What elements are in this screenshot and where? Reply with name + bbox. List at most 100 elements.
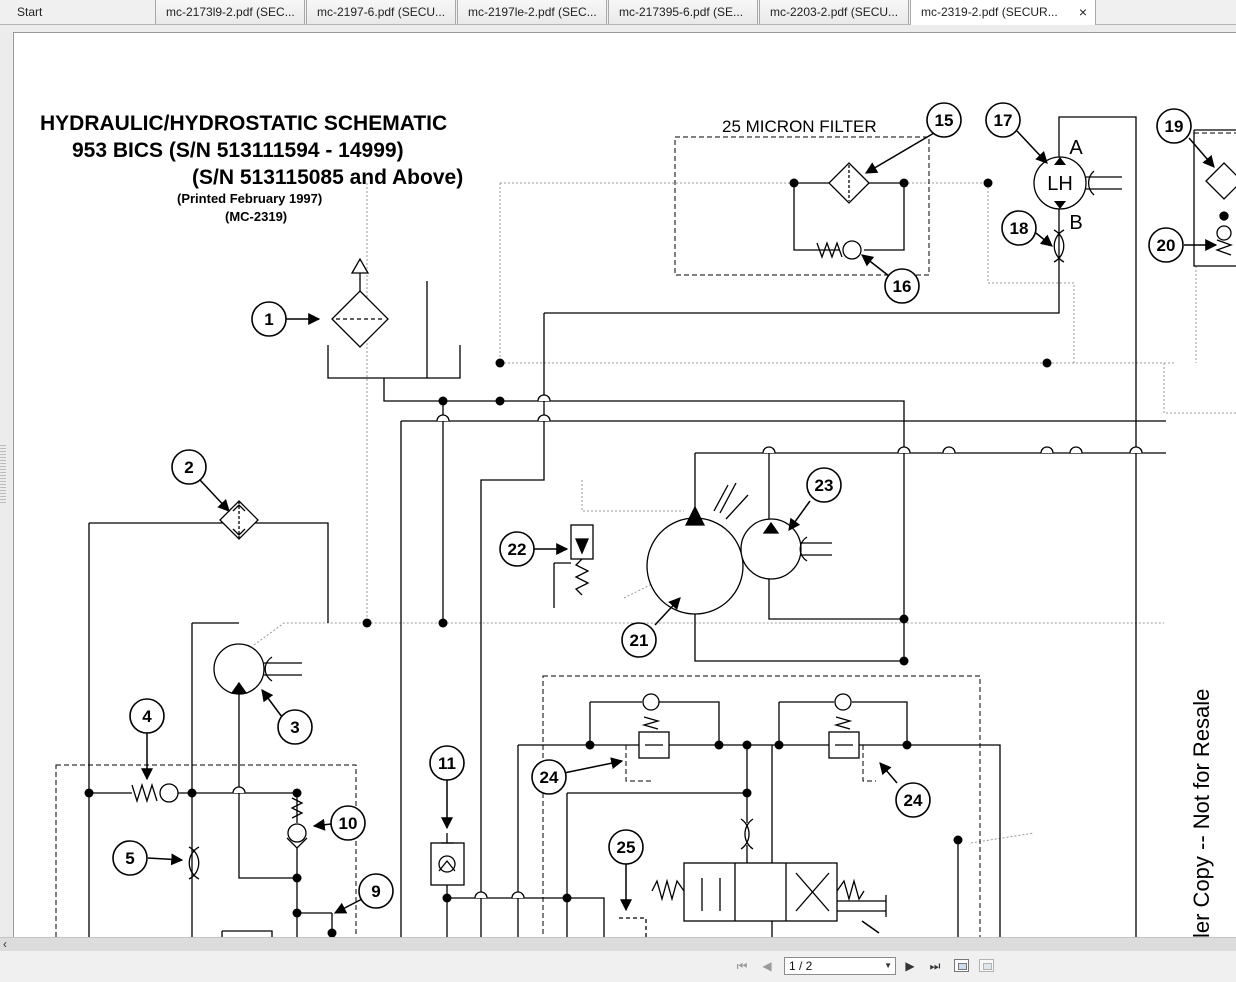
callout-number: 18 [1010,219,1029,238]
page-navigation-bar: ⏮ ◀ 1 / 2 ▼ ▶ ⏭ [0,951,1236,982]
chevron-down-icon[interactable]: ▼ [884,961,892,970]
schematic-model: 953 BICS (S/N 513111594 - 14999) [72,139,404,162]
callout-number: 21 [630,631,649,650]
callout-number: 16 [893,277,912,296]
enclosures [55,132,1236,937]
drain-lines [253,182,1236,844]
callout-number: 24 [904,791,923,810]
relief-valve-10 [286,797,308,849]
callout-number: 17 [994,111,1013,130]
printed-date: (Printed February 1997) [177,191,322,206]
previous-view-icon[interactable] [954,959,969,972]
hydraulic-schematic: HYDRAULIC/HYDROSTATIC SCHEMATIC 953 BICS… [40,102,1236,937]
relief-valve-24-left [638,693,670,759]
callout-17: 17 [985,102,1021,138]
close-tab-icon[interactable]: × [1078,4,1087,20]
callout-10: 10 [330,805,366,841]
page-number-input[interactable]: 1 / 2 ▼ [784,957,896,975]
callout-25: 25 [608,829,644,865]
drive-motor-lh: LH A B [1033,137,1122,234]
tab-label: mc-2319-2.pdf (SECUR... [921,5,1058,19]
splitter-handle[interactable] [0,445,6,505]
hydrostatic-pump [646,482,832,615]
hydraulic-lines [88,116,1236,937]
callout-1: 1 [251,301,287,337]
breather-filter [331,257,389,348]
callout-20: 20 [1148,227,1184,263]
callout-number: 5 [125,849,134,868]
callout-24: 24 [895,782,931,818]
callout-9: 9 [358,873,394,909]
callout-number: 11 [438,754,456,773]
callout-number: 4 [142,707,152,726]
control-valve-22 [553,524,594,608]
tab-document[interactable]: mc-2197le-2.pdf (SEC... [457,0,607,24]
callout-3: 3 [277,709,313,745]
orifice-center [740,818,754,850]
callout-number: 19 [1165,117,1184,136]
callout-18: 18 [1001,210,1037,246]
callout-19: 19 [1156,108,1192,144]
callout-leaders [141,130,1218,934]
tab-document-active[interactable]: mc-2319-2.pdf (SECUR... × [910,0,1096,25]
tab-document[interactable]: mc-217395-6.pdf (SE... [608,0,758,24]
doc-code: (MC-2319) [225,209,287,224]
callout-number: 15 [935,111,954,130]
port-b-label: B [1069,212,1082,234]
check-valve-11 [430,833,465,886]
next-page-icon[interactable]: ▶ [905,959,915,973]
callout-number: 2 [184,458,193,477]
next-view-icon[interactable] [979,959,994,972]
directional-valve-25 [221,862,887,937]
pdf-page: HYDRAULIC/HYDROSTATIC SCHEMATIC 953 BICS… [13,32,1236,937]
callout-24: 24 [531,759,567,795]
scroll-left-icon[interactable]: ‹ [3,937,7,951]
callout-number: 25 [617,838,636,857]
schematic-serial: (S/N 513115085 and Above) [192,166,463,189]
callout-21: 21 [621,622,657,658]
orifice-5 [188,846,200,880]
relief-valve-24-right [828,693,860,759]
tab-document[interactable]: mc-2203-2.pdf (SECU... [759,0,909,24]
callout-number: 22 [508,540,527,559]
filter-15 [828,162,870,204]
tab-bar: Start mc-2173l9-2.pdf (SEC... mc-2197-6.… [0,0,1236,25]
tab-start[interactable]: Start [17,5,43,19]
callout-5: 5 [112,840,148,876]
watermark: ler Copy -- Not for Resale [1189,689,1214,937]
schematic-title: HYDRAULIC/HYDROSTATIC SCHEMATIC [40,112,447,135]
callout-23: 23 [806,467,842,503]
port-a-label: A [1069,137,1083,159]
callout-2: 2 [171,449,207,485]
callout-number: 24 [540,768,559,787]
callout-11: 11 [429,745,465,781]
prev-page-icon[interactable]: ◀ [762,959,772,973]
callout-22: 22 [499,531,535,567]
horizontal-scrollbar[interactable]: ‹ [0,937,1236,951]
charge-pump-3 [213,643,302,695]
callout-number: 23 [815,476,834,495]
filter-label: 25 MICRON FILTER [722,117,877,136]
callout-number: 20 [1157,236,1176,255]
tab-document[interactable]: mc-2197-6.pdf (SECU... [306,0,456,24]
document-viewer[interactable]: HYDRAULIC/HYDROSTATIC SCHEMATIC 953 BICS… [0,25,1236,937]
junction-dots [84,178,1052,937]
callout-number: 10 [339,814,358,833]
callout-number: 1 [264,310,273,329]
tab-document[interactable]: mc-2173l9-2.pdf (SEC... [155,0,305,24]
last-page-icon[interactable]: ⏭ [929,959,941,973]
first-page-icon[interactable]: ⏮ [736,959,748,973]
motor-label: LH [1047,173,1073,195]
callout-16: 16 [884,268,920,304]
orifice-18 [1053,229,1065,263]
callout-number: 9 [371,882,380,901]
callout-number: 3 [290,718,299,737]
filter-19 [1205,162,1236,256]
page-indicator: 1 / 2 [789,959,813,973]
check-valve-16 [816,240,862,260]
callout-4: 4 [129,698,165,734]
callout-15: 15 [926,102,962,138]
line-hops [232,394,1143,899]
relief-valve-4 [131,782,179,804]
